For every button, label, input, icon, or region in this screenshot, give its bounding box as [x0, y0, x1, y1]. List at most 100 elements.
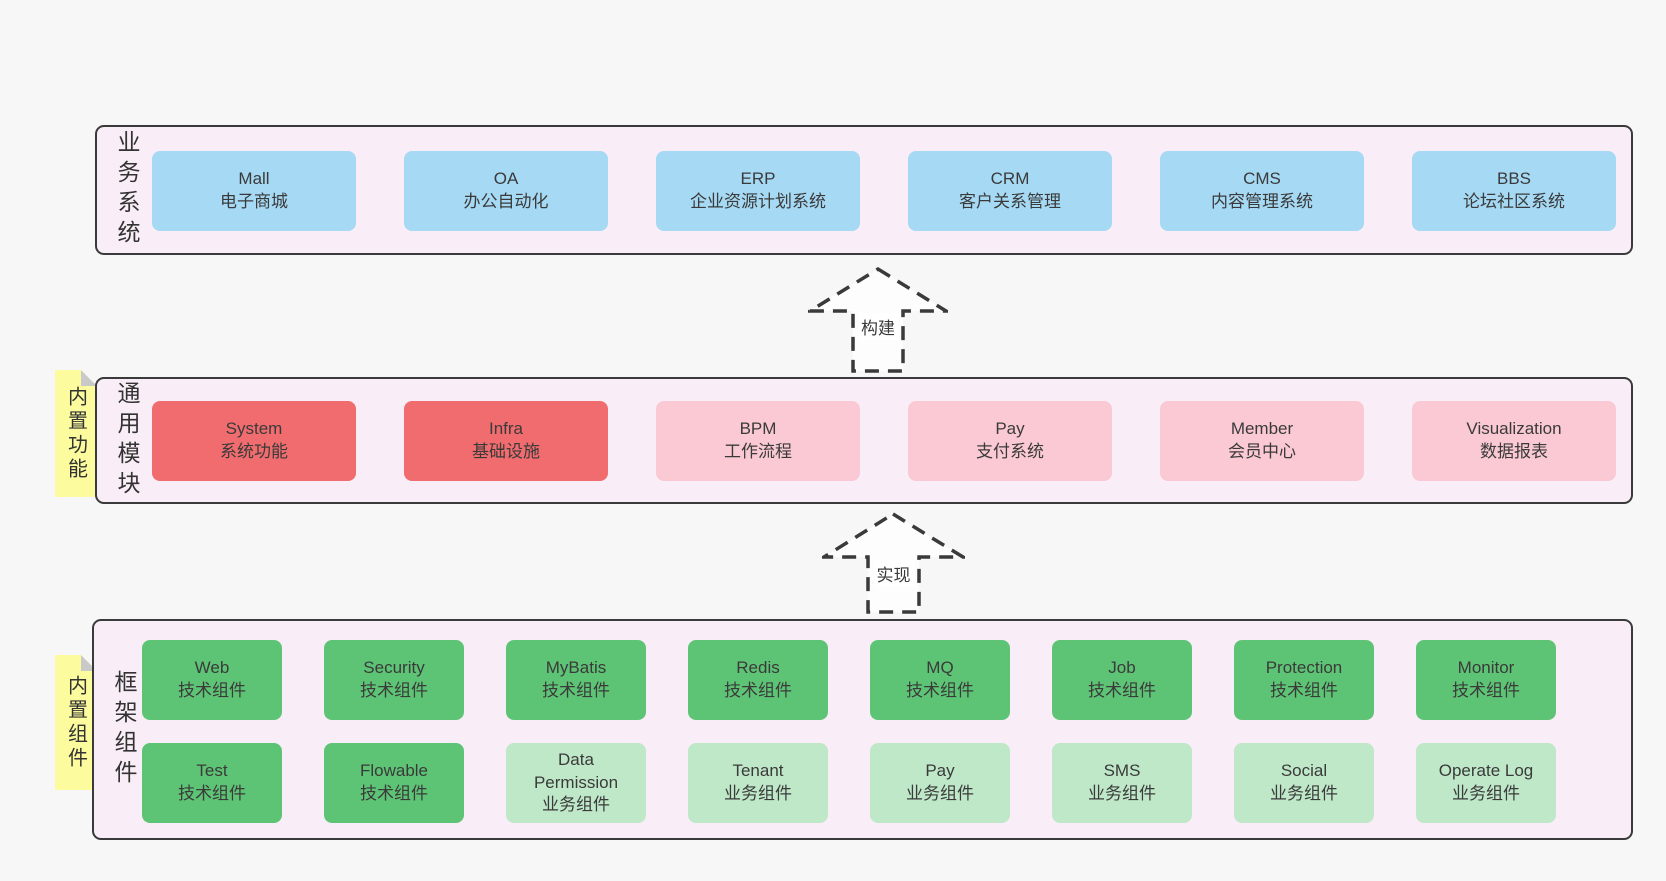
box-subtitle: 业务组件	[1088, 784, 1156, 803]
box-title: ERP	[740, 169, 776, 189]
box-subtitle: 会员中心	[1228, 442, 1296, 461]
box-pay-component: Pay 业务组件	[870, 743, 1010, 823]
box-title: Infra	[488, 419, 524, 439]
box-subtitle: 业务组件	[906, 784, 974, 803]
layer-label-common-modules: 通用模块	[114, 380, 140, 501]
box-title: System	[225, 419, 283, 439]
box-job: Job 技术组件	[1052, 640, 1192, 720]
common-modules-row: System 系统功能 Infra 基础设施 BPM 工作流程 Pay 支付系统…	[152, 401, 1616, 481]
box-subtitle: 业务组件	[724, 784, 792, 803]
box-subtitle: 技术组件	[360, 784, 428, 803]
box-visualization: Visualization 数据报表	[1412, 401, 1616, 481]
box-subtitle: 技术组件	[1270, 681, 1338, 700]
box-title: Mall	[238, 169, 270, 189]
box-title: MQ	[926, 658, 954, 678]
sticky-note-built-in-functions: 内置功能	[55, 370, 97, 497]
box-title: Pay	[925, 761, 955, 781]
box-title: Tenant	[732, 761, 784, 781]
box-web: Web 技术组件	[142, 640, 282, 720]
box-subtitle: 支付系统	[976, 442, 1044, 461]
box-subtitle: 电子商城	[220, 192, 288, 211]
box-subtitle: 业务组件	[1452, 784, 1520, 803]
box-title: Operate Log	[1438, 761, 1534, 781]
box-subtitle: 技术组件	[1088, 681, 1156, 700]
common-modules-container: 通用模块 System 系统功能 Infra 基础设施 BPM 工作流程 Pay…	[95, 377, 1633, 504]
framework-components-row-2: Test 技术组件 Flowable 技术组件 Data Permission …	[142, 743, 1556, 823]
box-bbs: BBS 论坛社区系统	[1412, 151, 1616, 231]
box-title: Redis	[736, 658, 780, 678]
box-title: BBS	[1496, 169, 1532, 189]
box-redis: Redis 技术组件	[688, 640, 828, 720]
business-systems-row: Mall 电子商城 OA 办公自动化 ERP 企业资源计划系统 CRM 客户关系…	[152, 151, 1616, 231]
box-mq: MQ 技术组件	[870, 640, 1010, 720]
box-subtitle: 技术组件	[542, 681, 610, 700]
build-arrow: 构建	[808, 266, 948, 374]
framework-components-container: 框架组件 Web 技术组件 Security 技术组件 MyBatis 技术组件…	[92, 619, 1633, 840]
sticky-note-label: 内置组件	[64, 674, 87, 771]
layer-label-framework-components: 框架组件	[111, 669, 137, 790]
box-mall: Mall 电子商城	[152, 151, 356, 231]
framework-components-row-1: Web 技术组件 Security 技术组件 MyBatis 技术组件 Redi…	[142, 640, 1556, 720]
box-title: Monitor	[1457, 658, 1515, 678]
box-title: Test	[196, 761, 228, 781]
box-title: SMS	[1103, 761, 1141, 781]
box-subtitle: 论坛社区系统	[1463, 192, 1565, 211]
box-subtitle: 技术组件	[360, 681, 428, 700]
box-subtitle: 客户关系管理	[959, 192, 1061, 211]
box-title: CRM	[990, 169, 1030, 189]
box-title: Data Permission	[533, 749, 619, 792]
box-system: System 系统功能	[152, 401, 356, 481]
box-sms: SMS 业务组件	[1052, 743, 1192, 823]
box-title: Job	[1108, 658, 1136, 678]
implement-arrow: 实现	[822, 511, 965, 615]
box-subtitle: 内容管理系统	[1211, 192, 1313, 211]
box-test: Test 技术组件	[142, 743, 282, 823]
box-subtitle: 办公自动化	[463, 192, 549, 211]
box-subtitle: 系统功能	[220, 442, 288, 461]
box-title: CMS	[1243, 169, 1281, 189]
box-title: Web	[194, 658, 230, 678]
box-subtitle: 业务组件	[1270, 784, 1338, 803]
box-subtitle: 基础设施	[472, 442, 540, 461]
box-title: OA	[493, 169, 519, 189]
box-subtitle: 技术组件	[178, 784, 246, 803]
box-monitor: Monitor 技术组件	[1416, 640, 1556, 720]
build-arrow-label: 构建	[858, 313, 898, 340]
box-title: Social	[1280, 761, 1328, 781]
box-subtitle: 数据报表	[1480, 442, 1548, 461]
box-erp: ERP 企业资源计划系统	[656, 151, 860, 231]
box-oa: OA 办公自动化	[404, 151, 608, 231]
box-title: Pay	[995, 419, 1025, 439]
box-social: Social 业务组件	[1234, 743, 1374, 823]
box-operate-log: Operate Log 业务组件	[1416, 743, 1556, 823]
box-subtitle: 技术组件	[724, 681, 792, 700]
box-title: Member	[1230, 419, 1294, 439]
box-subtitle: 技术组件	[1452, 681, 1520, 700]
box-infra: Infra 基础设施	[404, 401, 608, 481]
box-flowable: Flowable 技术组件	[324, 743, 464, 823]
box-mybatis: MyBatis 技术组件	[506, 640, 646, 720]
box-protection: Protection 技术组件	[1234, 640, 1374, 720]
box-subtitle: 技术组件	[178, 681, 246, 700]
box-subtitle: 工作流程	[724, 442, 792, 461]
box-subtitle: 企业资源计划系统	[690, 192, 826, 211]
box-title: MyBatis	[545, 658, 607, 678]
box-subtitle: 技术组件	[906, 681, 974, 700]
box-pay-module: Pay 支付系统	[908, 401, 1112, 481]
box-title: BPM	[739, 419, 777, 439]
box-title: Flowable	[359, 761, 429, 781]
box-title: Security	[363, 658, 425, 678]
box-cms: CMS 内容管理系统	[1160, 151, 1364, 231]
layer-label-business-systems: 业务系统	[114, 130, 140, 250]
box-data-permission: Data Permission 业务组件	[506, 743, 646, 823]
sticky-note-built-in-components: 内置组件	[55, 655, 97, 790]
box-bpm: BPM 工作流程	[656, 401, 860, 481]
sticky-note-label: 内置功能	[64, 385, 87, 482]
box-title: Visualization	[1466, 419, 1562, 439]
box-subtitle: 业务组件	[542, 795, 610, 815]
box-tenant: Tenant 业务组件	[688, 743, 828, 823]
implement-arrow-label: 实现	[873, 560, 914, 587]
box-crm: CRM 客户关系管理	[908, 151, 1112, 231]
business-systems-container: 业务系统 Mall 电子商城 OA 办公自动化 ERP 企业资源计划系统 CRM…	[95, 125, 1633, 255]
box-security: Security 技术组件	[324, 640, 464, 720]
